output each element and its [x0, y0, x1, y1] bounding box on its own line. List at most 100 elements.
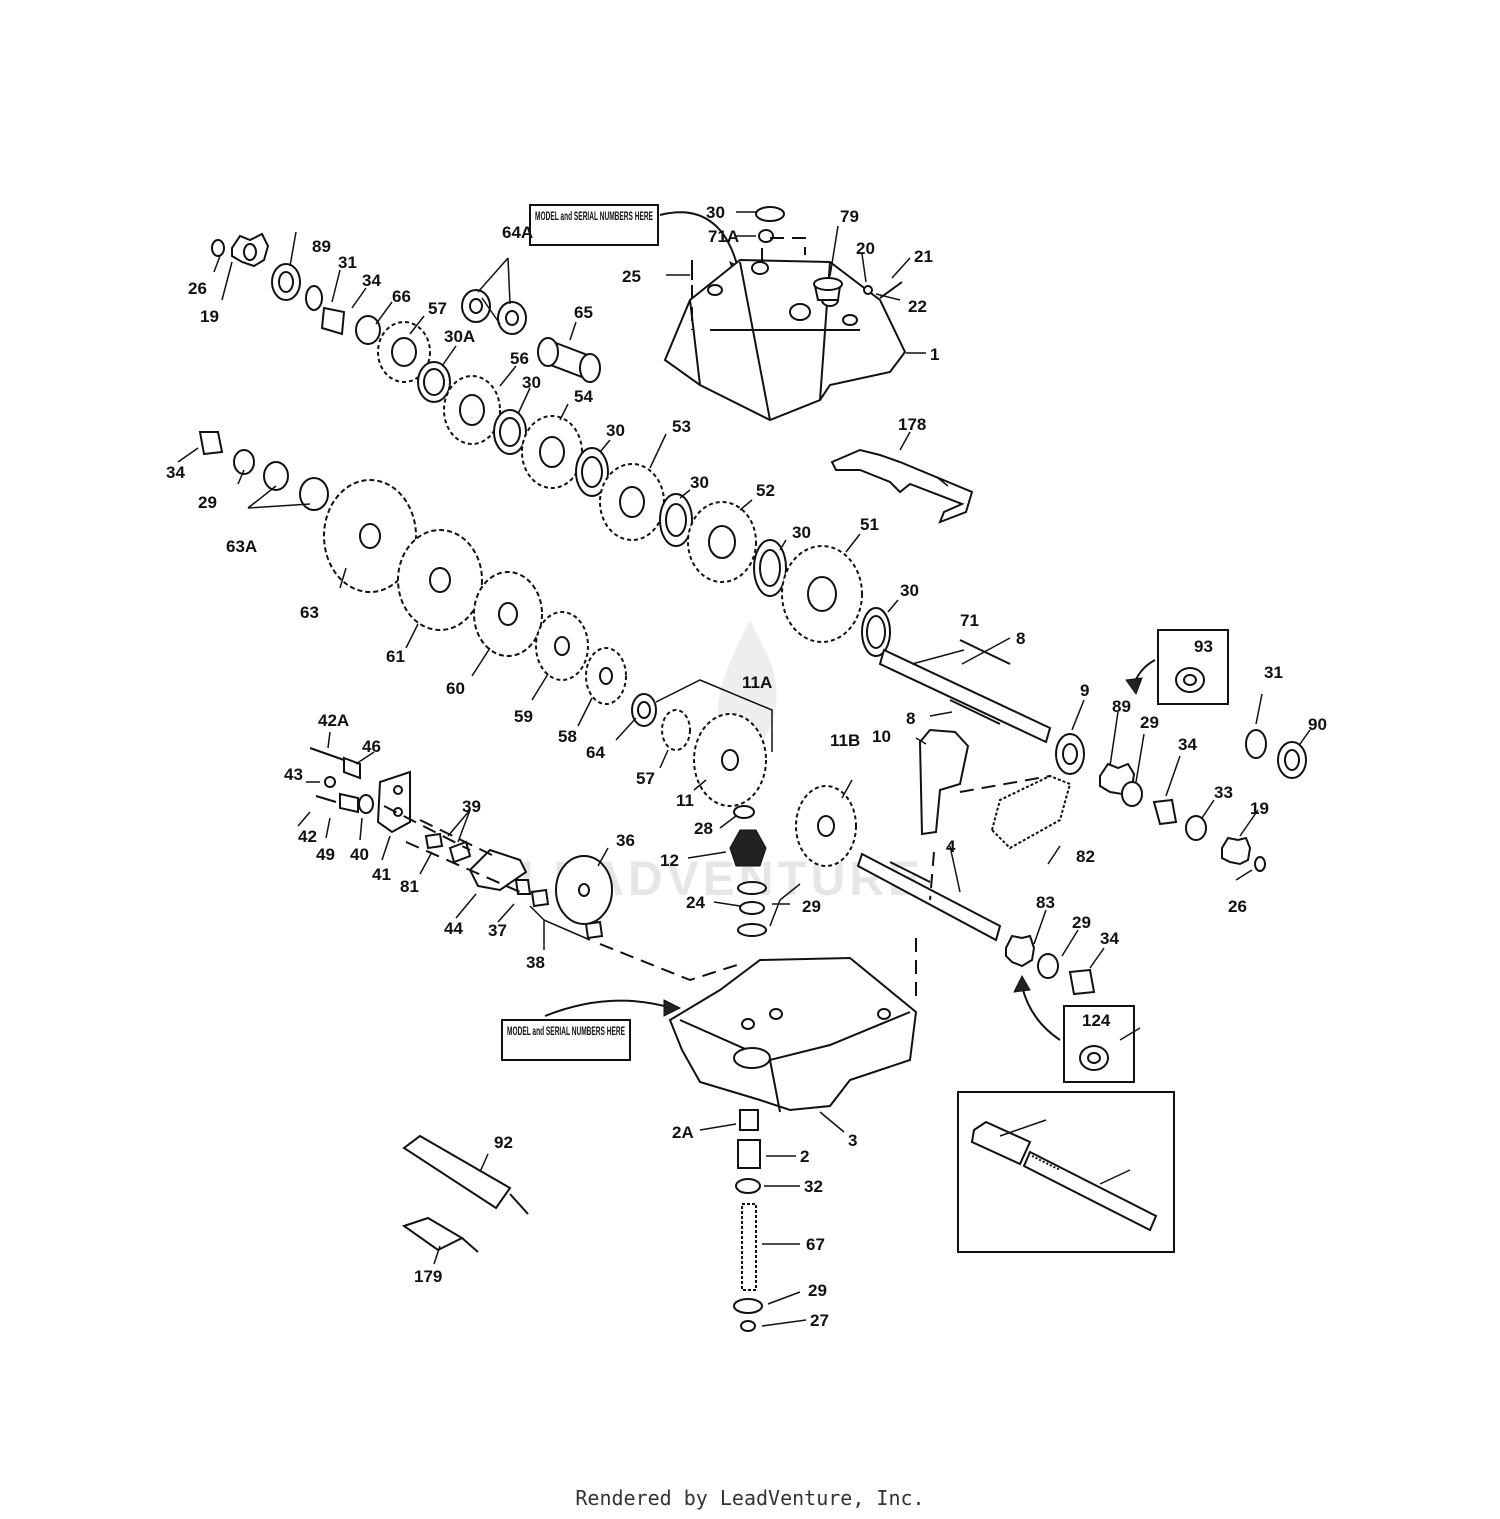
- label-29-right: 29: [1140, 713, 1159, 732]
- chain-81: [990, 774, 1072, 850]
- label-79: 81: [400, 877, 419, 896]
- label-11b: 11B: [830, 731, 860, 750]
- label-92: 93: [1194, 637, 1213, 656]
- label-83: 89: [1112, 697, 1131, 716]
- label-61: 63: [300, 603, 319, 622]
- label-10: 10: [872, 727, 891, 746]
- label-65: 66: [392, 287, 411, 306]
- inset-93: [1013, 974, 1135, 1083]
- seal-71a: [755, 206, 785, 222]
- label-93: 124: [1082, 1011, 1111, 1030]
- label-41: 41: [372, 865, 391, 884]
- label-30-1: 30: [522, 373, 541, 392]
- label-34-left: 34: [166, 463, 185, 482]
- washer-31-right: [1245, 729, 1267, 759]
- label-49: 51: [860, 515, 879, 534]
- label-38: 38: [526, 953, 545, 972]
- label-50: 52: [756, 481, 775, 500]
- label-34-right: 34: [1178, 735, 1197, 754]
- label-71a: 30: [706, 203, 725, 222]
- label-89-right: 90: [1308, 715, 1327, 734]
- label-19-right: 19: [1250, 799, 1269, 818]
- label-30a: 30A: [444, 327, 475, 346]
- bevel-gear-12: [729, 829, 767, 867]
- label-45: 46: [362, 737, 381, 756]
- label-64a: 65: [574, 303, 593, 322]
- label-19: 19: [200, 307, 219, 326]
- washer-29b: [737, 923, 767, 937]
- label-30-5: 30: [900, 581, 919, 600]
- bushing-34-lower: [1068, 968, 1096, 996]
- label-51: 53: [672, 417, 691, 436]
- leader-lines: [177, 211, 1311, 1327]
- label-29-center: 29: [802, 897, 821, 916]
- label-90: 92: [494, 1133, 513, 1152]
- label-37: 37: [488, 921, 507, 940]
- washer-24: [739, 901, 765, 915]
- label-29-bottom: 29: [808, 1281, 827, 1300]
- fill-cap: [813, 277, 843, 301]
- lower-gear-stack: [198, 431, 773, 807]
- label-4: 4: [946, 837, 956, 856]
- shifter-assembly: [309, 747, 604, 940]
- shift-rail: [830, 448, 974, 524]
- bearing-89-right: [1277, 741, 1307, 779]
- label-67: 71: [960, 611, 979, 630]
- inset-92: [1125, 629, 1229, 705]
- label-53: 56: [510, 349, 529, 368]
- label-60: 61: [386, 647, 405, 666]
- axle-stack: [733, 1109, 763, 1332]
- label-39: 39: [462, 797, 481, 816]
- label-33: 33: [1214, 783, 1233, 802]
- label-63: 63A: [226, 537, 257, 556]
- label-44: 44: [444, 919, 463, 938]
- label-36: 36: [616, 831, 635, 850]
- label-11: 11: [676, 791, 694, 810]
- label-26: 26: [188, 279, 207, 298]
- label-29-left: 29: [198, 493, 217, 512]
- washer-33: [1185, 815, 1207, 841]
- label-58: 59: [514, 707, 533, 726]
- label-72: 79: [840, 207, 859, 226]
- label-57: 58: [558, 727, 577, 746]
- label-11a: 11A: [742, 673, 772, 692]
- label-150: 179: [414, 1267, 442, 1286]
- label-124: 178: [898, 415, 926, 434]
- upper-gear-train: [211, 232, 891, 657]
- label-43: 43: [284, 765, 303, 784]
- bushing-34-right: [1152, 798, 1178, 826]
- washer-28: [733, 805, 755, 819]
- label-22: 22: [908, 297, 927, 316]
- label-26-right: 26: [1228, 897, 1247, 916]
- label-3: 3: [848, 1131, 857, 1150]
- label-29-lower: 29: [1072, 913, 1091, 932]
- washer-29-lower: [1037, 953, 1059, 979]
- label-9: 9: [1080, 681, 1089, 700]
- callout-top-text: MODEL and SERIAL NUMBERS HERE: [535, 209, 653, 223]
- label-24: 24: [686, 893, 705, 912]
- bearing-9: [1055, 733, 1085, 775]
- label-8b: 8: [906, 709, 915, 728]
- label-54: 57: [428, 299, 447, 318]
- label-34: 34: [362, 271, 381, 290]
- part-labels: 30 71A 79 20 21 22 25 1 26 19 89 31 34 6…: [166, 203, 1327, 1330]
- lower-housing: [668, 956, 918, 1113]
- label-46: 49: [316, 845, 335, 864]
- label-30-4: 30: [792, 523, 811, 542]
- label-89: 89: [312, 237, 331, 256]
- nut-71: [758, 229, 774, 243]
- label-82: 83: [1036, 893, 1055, 912]
- label-28: 28: [694, 819, 713, 838]
- label-2: 2: [800, 1147, 809, 1166]
- label-32: 32: [804, 1177, 823, 1196]
- label-31-right: 31: [1264, 663, 1283, 682]
- label-42: 42: [298, 827, 317, 846]
- shift-fork-10: [918, 728, 970, 836]
- label-66: 67: [806, 1235, 825, 1254]
- washer-29a: [737, 881, 767, 895]
- footer-credit: Rendered by LeadVenture, Inc.: [575, 1486, 925, 1510]
- label-8a: 8: [1016, 629, 1025, 648]
- snap-ring-26-right: [1254, 856, 1266, 872]
- washer-22: [863, 285, 873, 295]
